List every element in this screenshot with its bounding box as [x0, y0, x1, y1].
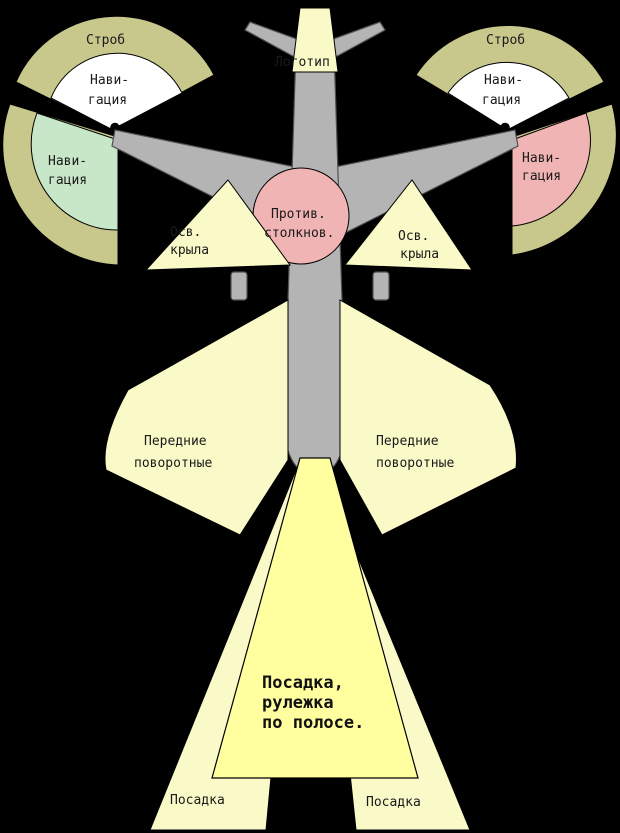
label-wing-right-1: Осв. — [398, 229, 429, 244]
turnoff-light-right — [339, 299, 517, 536]
label-turnoff-right-1: Передние — [376, 434, 439, 449]
logo-light-cone — [291, 7, 339, 73]
label-landing-taxi-2: рулежка — [262, 693, 334, 713]
label-wing-left-1: Осв. — [170, 225, 201, 240]
label-turnoff-left-1: Передние — [144, 434, 207, 449]
wing-light-right — [343, 179, 473, 271]
nav-white-sector-left — [50, 52, 183, 131]
label-strobe-left: Строб — [86, 33, 125, 48]
label-landing-left: Посадка — [170, 793, 225, 808]
label-landing-right: Посадка — [366, 795, 421, 810]
label-wing-left-2: крыла — [170, 243, 209, 258]
nav-green-sector-left — [30, 112, 119, 231]
label-nav-left-top-2: гация — [88, 93, 127, 108]
label-nav-right-side-2: гация — [522, 169, 561, 184]
label-nav-left-side-1: Нави- — [48, 154, 87, 169]
wing-light-left — [144, 179, 291, 271]
label-turnoff-left-2: поворотные — [134, 456, 212, 471]
label-landing-taxi-3: по полосе. — [262, 713, 364, 733]
label-turnoff-right-2: поворотные — [376, 456, 454, 471]
label-landing-taxi-1: Посадка, — [262, 673, 344, 693]
label-logo: Логотип — [275, 55, 330, 70]
label-nav-left-top-1: Нави- — [90, 73, 129, 88]
label-strobe-right: Строб — [486, 33, 525, 48]
label-nav-right-top-2: гация — [482, 93, 521, 108]
label-nav-right-side-1: Нави- — [522, 151, 561, 166]
nav-red-sector-right — [511, 112, 591, 227]
label-wing-right-2: крыла — [400, 247, 439, 262]
label-anticollision-2: столкнов. — [264, 226, 334, 241]
landing-taxi-light-central — [211, 457, 419, 779]
turnoff-light-left — [104, 299, 289, 536]
nav-white-sector-right — [447, 61, 570, 131]
label-nav-right-top-1: Нави- — [484, 73, 523, 88]
label-anticollision-1: Против. — [271, 207, 326, 222]
label-nav-left-side-2: гация — [48, 173, 87, 188]
